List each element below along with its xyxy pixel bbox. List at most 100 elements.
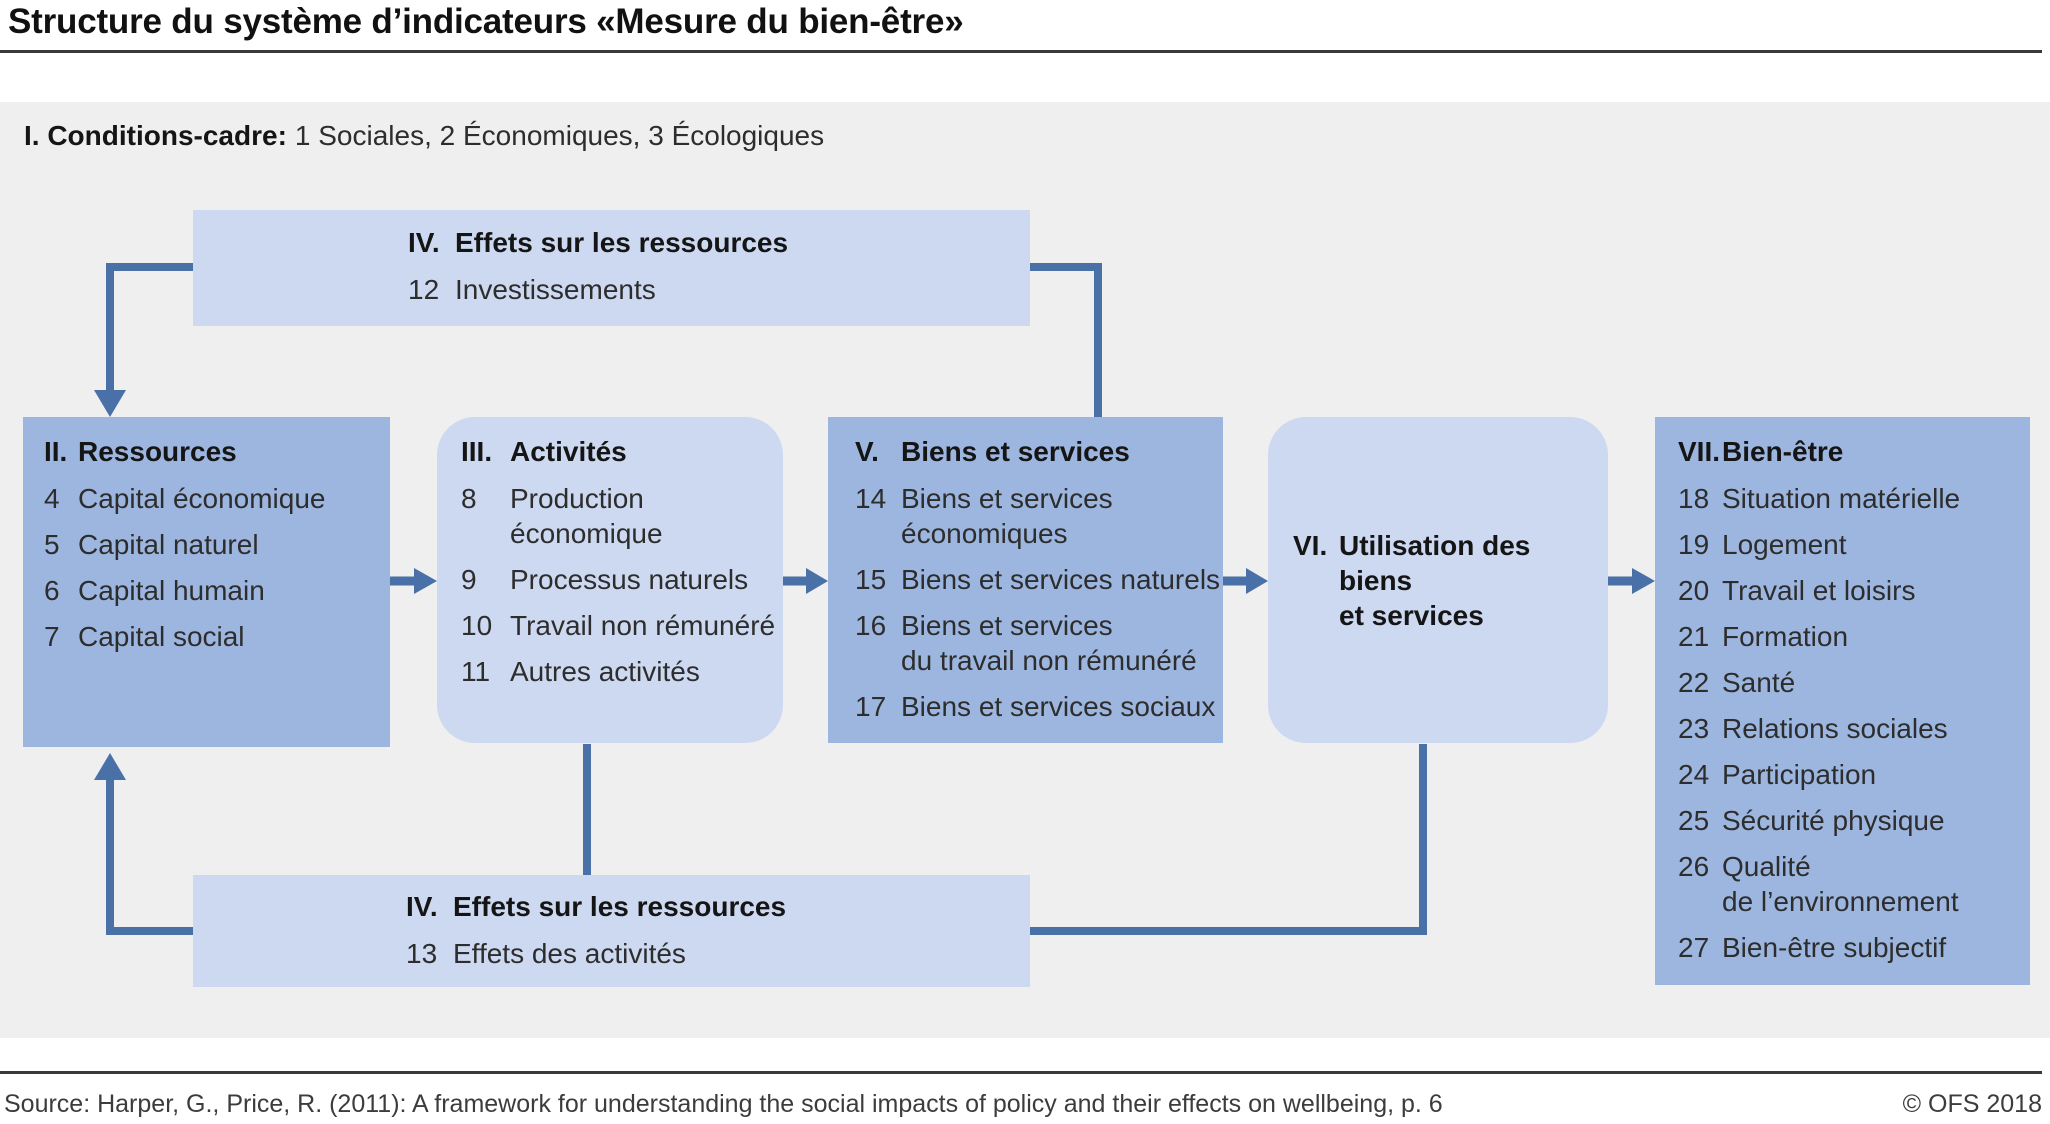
box-iv-top-title: Effets sur les ressources [455,227,789,258]
item-label: Situation matérielle [1722,483,1961,514]
item-number: 14 [855,483,887,514]
box-item: 11 Autres activités [461,654,783,689]
item-number: 22 [1678,667,1710,698]
box-iii-numeral: III. [461,436,493,467]
box-iii-items: 8 Production économique 9 Processus naturel… [461,481,783,689]
item-number: 23 [1678,713,1710,744]
item-number: 17 [855,691,887,722]
item-label: Biens et services du travail non rémunér… [901,610,1197,676]
item-label: Relations sociales [1722,713,1948,744]
item-number: 24 [1678,759,1710,790]
item-number: 8 [461,483,477,514]
item-label: Formation [1722,621,1849,652]
box-v-title: Biens et services [901,436,1130,467]
box-item: 7 Capital social [44,619,390,654]
item-number: 25 [1678,805,1710,836]
item-label: Autres activités [510,656,700,687]
box-item: 15 Biens et services naturels [855,562,1223,597]
box-item: 22 Santé [1678,665,2030,700]
item-number: 21 [1678,621,1710,652]
box-item: 23 Relations sociales [1678,711,2030,746]
item-label: Qualité de l’environnement [1722,851,1959,917]
item-number: 7 [44,621,60,652]
box-item: 6 Capital humain [44,573,390,608]
item-number: 12 [408,274,440,305]
item-number: 15 [855,564,887,595]
item-label: Capital naturel [78,529,259,560]
box-v-numeral: V. [855,436,879,467]
box-item: 26 Qualité de l’environnement [1678,849,2030,919]
box-item: 8 Production économique [461,481,783,551]
item-label: Biens et services sociaux [901,691,1216,722]
item-number: 10 [461,610,493,641]
item-label: Participation [1722,759,1877,790]
item-label: Biens et services naturels [901,564,1221,595]
item-number: 11 [461,656,491,687]
box-ii-title: Ressources [78,436,237,467]
item-label: Capital humain [78,575,265,606]
item-label: Production économique [510,483,663,549]
box-vi-utilisation: VI. Utilisation des biens et services [1268,417,1608,743]
box-item: 13 Effets des activités [406,936,1030,971]
item-label: Biens et services économiques [901,483,1113,549]
item-number: 16 [855,610,887,641]
box-ii-numeral: II. [44,436,68,467]
item-number: 5 [44,529,60,560]
box-item: 5 Capital naturel [44,527,390,562]
conditions-cadre-label: I. Conditions-cadre: [24,120,287,151]
item-label: Effets des activités [453,938,686,969]
item-label: Bien-être subjectif [1722,932,1947,963]
item-number: 6 [44,575,60,606]
conditions-cadre-text: 1 Sociales, 2 Économiques, 3 Écologiques [294,120,825,151]
item-number: 18 [1678,483,1710,514]
box-iii-activites: III. Activités 8 Production économique 9 Pr… [437,417,783,743]
box-iv-bottom-numeral: IV. [406,891,438,922]
item-label: Santé [1722,667,1796,698]
box-iii-title: Activités [510,436,627,467]
box-item: 19 Logement [1678,527,2030,562]
box-item: 10 Travail non rémunéré [461,608,783,643]
box-iv-bottom-title: Effets sur les ressources [453,891,787,922]
item-label: Logement [1722,529,1847,560]
item-label: Capital économique [78,483,326,514]
box-vi-numeral: VI. [1293,529,1328,561]
box-iv-bottom-items: 13 Effets des activités [406,936,1030,971]
box-item: 9 Processus naturels [461,562,783,597]
source-text: Source: Harper, G., Price, R. (2011): A … [4,1090,1443,1118]
item-label: Travail non rémunéré [510,610,776,641]
box-item: 18 Situation matérielle [1678,481,2030,516]
item-label: Processus naturels [510,564,749,595]
box-vii-numeral: VII. [1678,436,1721,467]
box-item: 17 Biens et services sociaux [855,689,1223,724]
item-label: Capital social [78,621,245,652]
conditions-cadre-line: I. Conditions-cadre:1 Sociales, 2 Économ… [24,120,824,152]
item-number: 9 [461,564,477,595]
box-item: 4 Capital économique [44,481,390,516]
footer-divider [0,1071,2042,1074]
item-number: 13 [406,938,438,969]
item-number: 26 [1678,851,1710,882]
box-iv-effets-ressources-bas: IV. Effets sur les ressources 13 Effets d… [193,875,1030,987]
box-iv-top-numeral: IV. [408,227,440,258]
item-number: 19 [1678,529,1710,560]
box-item: 14 Biens et services économiques [855,481,1223,551]
item-number: 4 [44,483,60,514]
box-item: 24 Participation [1678,757,2030,792]
title-divider [0,50,2042,53]
item-label: Travail et loisirs [1722,575,1916,606]
box-item: 21 Formation [1678,619,2030,654]
box-item: 16 Biens et services du travail non rémun… [855,608,1223,678]
